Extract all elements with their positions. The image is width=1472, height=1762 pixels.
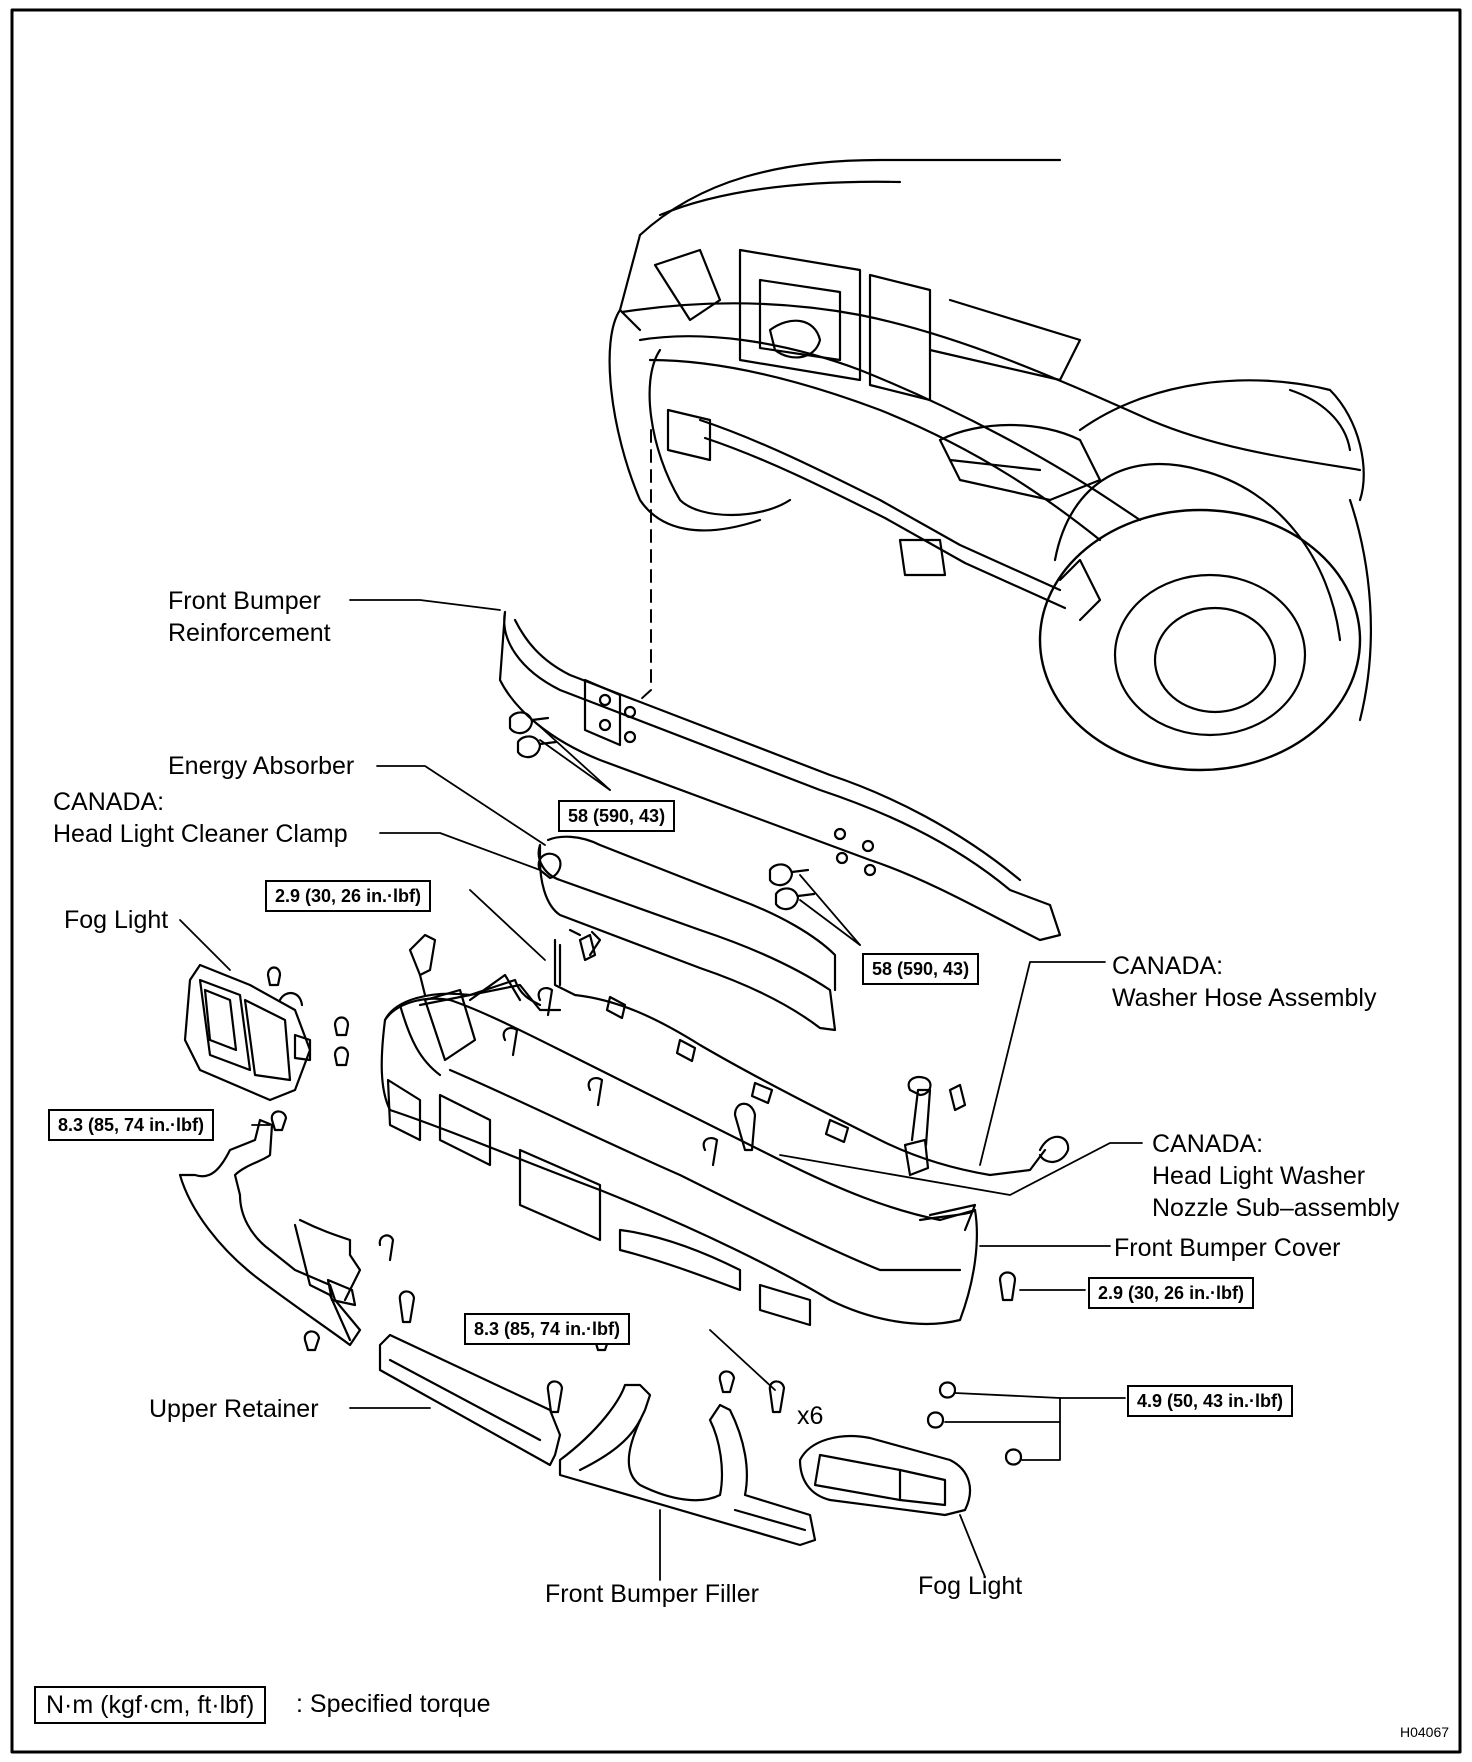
figure-code: H04067 [1400, 1724, 1450, 1740]
washer-hose [553, 928, 1070, 1177]
label-front-bumper-cover: Front Bumper Cover [1114, 1234, 1341, 1262]
label-washer-hose-assembly: CANADA: Washer Hose Assembly [1112, 950, 1376, 1014]
torque-reinforcement-right: 58 (590, 43) [862, 953, 980, 985]
reinforcement-bolts-left [508, 711, 558, 759]
label-line: Nozzle Sub–assembly [1152, 1194, 1400, 1222]
label-line: Reinforcement [168, 619, 331, 647]
label-fog-light-right: Fog Light [918, 1572, 1023, 1600]
torque-fog-left: 8.3 (85, 74 in.·lbf) [48, 1109, 215, 1141]
vehicle-front [608, 158, 1372, 772]
outer-frame [10, 8, 1462, 1754]
label-front-bumper-filler: Front Bumper Filler [545, 1580, 759, 1608]
front-bumper-filler [558, 1330, 817, 1547]
side-retainer-left [178, 1118, 395, 1347]
label-upper-retainer: Upper Retainer [149, 1395, 319, 1423]
front-bumper-cover [380, 973, 978, 1327]
fog-light-right [798, 1381, 1023, 1517]
head-light-cleaner-clamp [537, 852, 602, 962]
label-line: Head Light Washer [1152, 1162, 1366, 1190]
label-line: CANADA: [1152, 1130, 1264, 1158]
torque-clamp: 2.9 (30, 26 in.·lbf) [265, 880, 432, 912]
torque-cover-right: 2.9 (30, 26 in.·lbf) [1088, 1277, 1255, 1309]
label-line: CANADA: [1112, 952, 1224, 980]
label-line: CANADA: [53, 788, 165, 816]
fog-light-left [183, 963, 350, 1102]
legend-unit-box: N·m (kgf·cm, ft·lbf) [34, 1686, 267, 1724]
cover-clips [408, 933, 1017, 1302]
torque-fog-right: 4.9 (50, 43 in.·lbf) [1127, 1385, 1294, 1417]
bumper-reinforcement [498, 610, 1062, 942]
left-small-bolts [270, 1110, 416, 1352]
label-line: Washer Hose Assembly [1112, 984, 1377, 1012]
label-line: Head Light Cleaner Clamp [53, 820, 348, 848]
energy-absorber [537, 835, 837, 1032]
label-front-bumper-reinforcement: Front Bumper Reinforcement [168, 585, 331, 649]
label-energy-absorber: Energy Absorber [168, 752, 355, 780]
label-head-light-washer-nozzle: CANADA: Head Light Washer Nozzle Sub–ass… [1152, 1128, 1399, 1224]
torque-reinforcement-left: 58 (590, 43) [558, 800, 676, 832]
upper-retainer [378, 1333, 564, 1467]
reinforcement-bolts-right [768, 863, 816, 911]
legend-description: : Specified torque [296, 1690, 491, 1718]
torque-filler: 8.3 (85, 74 in.·lbf) [464, 1313, 631, 1345]
leader-lines [179, 599, 1143, 1581]
label-fog-light-left: Fog Light [64, 906, 169, 934]
label-head-light-cleaner-clamp: CANADA: Head Light Cleaner Clamp [53, 786, 348, 850]
alignment-line [639, 429, 652, 701]
label-line: Front Bumper [168, 587, 321, 615]
label-x6: x6 [797, 1402, 824, 1430]
